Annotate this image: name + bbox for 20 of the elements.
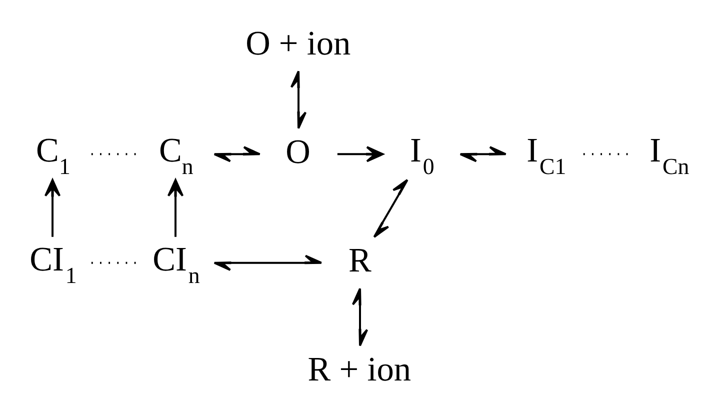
node-text: C$_{n}$ — [159, 132, 194, 180]
arrow — [213, 254, 322, 271]
node-text: I$_{0}$ — [410, 132, 434, 180]
node-text: CI$_{n}$ — [152, 240, 200, 288]
arrow — [44, 179, 61, 237]
node-text: I$_{Cn}$ — [650, 132, 690, 180]
node-text: O — [286, 133, 310, 172]
arrow — [290, 70, 307, 130]
node-text: CI$_{1}$ — [30, 240, 77, 288]
arrow — [459, 146, 507, 162]
arrow — [337, 146, 384, 162]
arrow — [352, 288, 368, 347]
node-text: O + ion — [246, 24, 351, 62]
node-text: R — [348, 242, 372, 280]
arrow — [213, 146, 261, 162]
arrow — [167, 179, 184, 237]
arrow — [373, 179, 408, 238]
node-text: C$_{1}$ — [36, 132, 70, 180]
node-text: I$_{C1}$ — [526, 132, 566, 180]
node-text: R + ion — [308, 350, 412, 388]
